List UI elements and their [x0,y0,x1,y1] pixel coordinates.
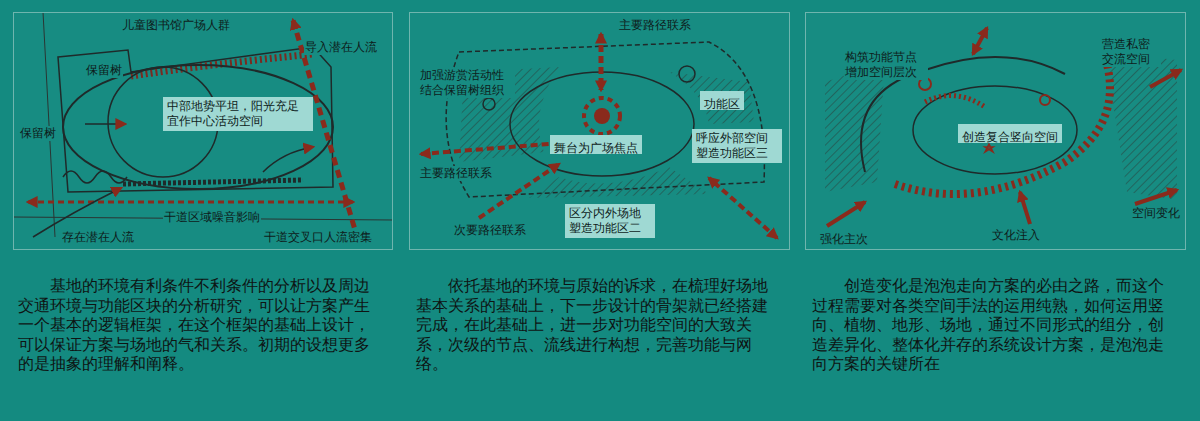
sketch-panel: 主要路径联系加强游赏活动性 结合保留树组织主要路径联系次要路径联系功能区舞台为广… [409,12,790,250]
box-label: 舞台为广场焦点 [554,141,638,156]
variation-sketch [825,28,1181,226]
sketch-label: 空间变化 [1131,206,1181,221]
sketch-label: 干道交叉口人流密集 [263,230,373,245]
box-label: 呼应外部空间 塑造功能区三 [696,131,778,161]
sketch-panel: 构筑功能节点 增加空间层次 营造私密 交流空间空间变化强化主次 文化注入 创造复合竖向… [805,12,1186,250]
sketch-label: 文化注入 [991,228,1041,243]
highlight-box: 创造复合竖向空间 [958,124,1062,143]
sketch-label: 强化主次 [819,232,869,247]
sketch-label: 次要路径联系 [453,223,527,238]
description-paragraph: 创造变化是泡泡走向方案的必由之路，而这个过程需要对各类空间手法的运用纯熟，如何运… [812,276,1168,374]
sketch-label: 保留树 [85,63,123,78]
structure-sketch [421,34,777,238]
box-label: 功能区 [704,97,740,112]
sketch-label: 营造私密 交流空间 [1101,37,1161,67]
box-label: 创造复合竖向空间 [962,130,1058,145]
sketch-label: 儿童图书馆广场人群 [121,18,231,33]
highlight-box: 呼应外部空间 塑造功能区三 [692,129,782,163]
highlight-box: 区分内外场地 塑造功能区二 [565,204,655,238]
description-paragraph: 依托基地的环境与原始的诉求，在梳理好场地基本关系的基础上，下一步设计的骨架就已经… [416,276,772,374]
description-paragraph: 基地的环境有利条件不利条件的分析以及周边交通环境与功能区块的分析研究，可以让方案… [18,276,374,374]
sketch-label: 存在潜在人流 [61,230,135,245]
sketch-label: 构筑功能节点 增加空间层次 [844,50,928,80]
highlight-box: 舞台为广场焦点 [550,135,642,154]
sketch-label: 保留树 [19,126,57,141]
highlight-box: 功能区 [700,91,744,110]
panel-ground [805,12,1186,250]
site-sketch [13,12,393,240]
panel-ground [409,12,790,250]
sketch-label: 干道区域噪音影响 [163,210,261,225]
box-label: 中部地势平坦，阳光充足 宜作中心活动空间 [167,99,309,129]
sketch-label: 主要路径联系 [419,166,493,181]
panel-ground [13,12,393,250]
sketch-label: 导入潜在人流 [304,40,378,55]
highlight-box: 中部地势平坦，阳光充足 宜作中心活动空间 [163,97,313,131]
sketch-panel: 儿童图书馆广场人群导入潜在人流保留树保留树干道区域噪音影响存在潜在人流干道交叉口… [13,12,393,250]
box-label: 区分内外场地 塑造功能区二 [569,206,651,236]
sketch-label: 加强游赏活动性 结合保留树组织 [419,68,515,98]
sketch-label: 主要路径联系 [618,18,692,33]
